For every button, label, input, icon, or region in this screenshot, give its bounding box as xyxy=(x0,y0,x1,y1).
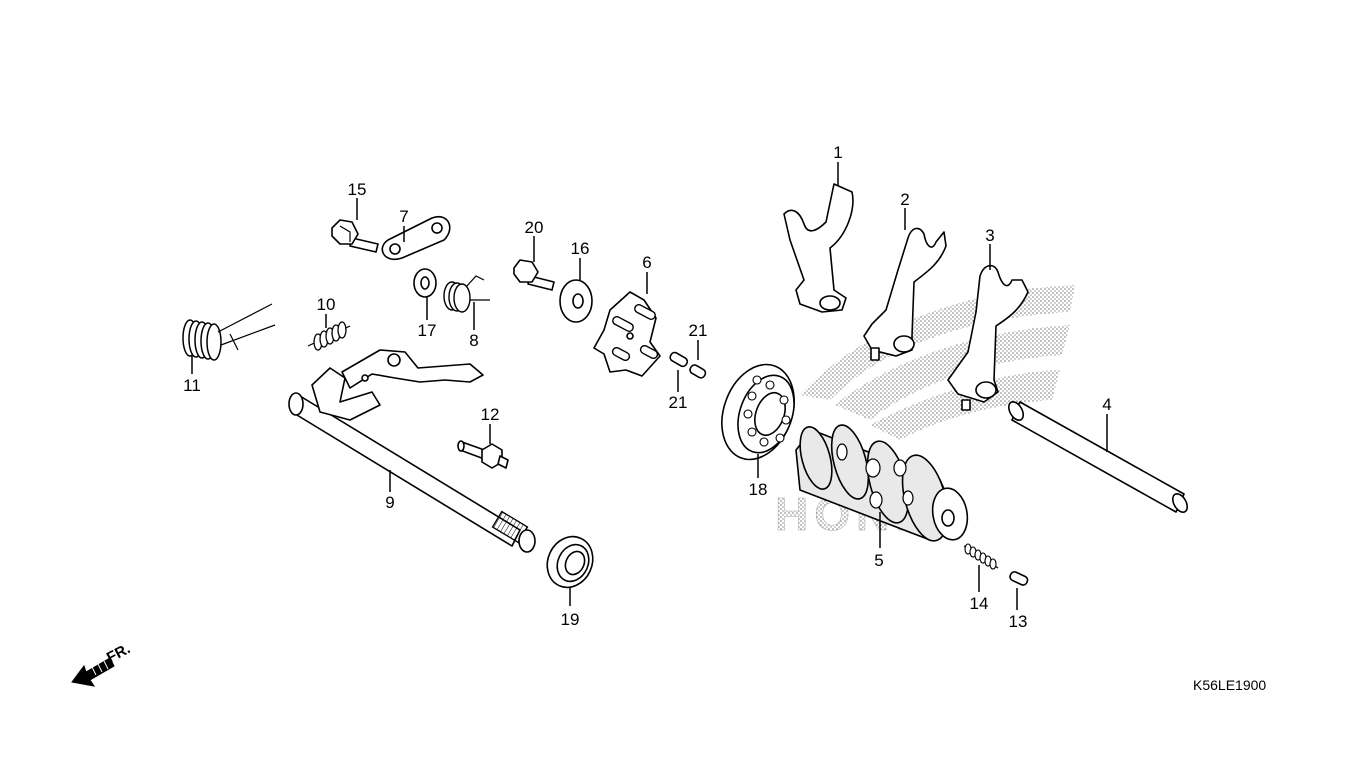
shift-drum-5 xyxy=(795,424,969,542)
callout-4: 4 xyxy=(1102,395,1111,414)
dowel-pins-21 xyxy=(669,351,707,379)
oil-seal-19 xyxy=(546,535,594,589)
washer-17 xyxy=(413,268,437,298)
bearing-18 xyxy=(721,363,795,461)
callout-21-upper: 21 xyxy=(689,321,708,340)
callout-2: 2 xyxy=(900,190,909,209)
leader-lines xyxy=(191,162,1108,610)
spring-14 xyxy=(963,543,999,570)
spring-8 xyxy=(443,275,490,313)
spring-10 xyxy=(307,321,351,351)
callout-17: 17 xyxy=(418,321,437,340)
shift-fork-1 xyxy=(783,183,854,313)
callout-15: 15 xyxy=(348,180,367,199)
callout-labels: 1 2 3 4 5 6 7 8 9 10 11 12 13 14 15 16 1… xyxy=(183,143,1112,631)
callout-3: 3 xyxy=(985,226,994,245)
callout-11: 11 xyxy=(183,376,201,395)
arrow-hatching xyxy=(91,660,109,676)
callout-5: 5 xyxy=(874,551,883,570)
callout-12: 12 xyxy=(481,405,500,424)
pin-13 xyxy=(1009,571,1029,586)
callout-14: 14 xyxy=(970,594,989,613)
callout-7: 7 xyxy=(399,207,408,226)
callout-20: 20 xyxy=(525,218,544,237)
plate-7 xyxy=(381,215,451,261)
fork-shaft-4 xyxy=(1007,401,1189,513)
return-spring-11 xyxy=(182,303,276,361)
bolt-15 xyxy=(331,219,379,253)
callout-16: 16 xyxy=(571,239,590,258)
washer-16 xyxy=(559,279,593,323)
gearshift-spindle-9 xyxy=(288,349,536,553)
callout-10: 10 xyxy=(317,295,336,314)
shift-fork-3 xyxy=(947,264,1029,411)
callout-19: 19 xyxy=(561,610,580,629)
callout-1: 1 xyxy=(833,143,842,162)
callout-21-lower: 21 xyxy=(669,393,688,412)
bolt-20 xyxy=(513,259,555,291)
callout-13: 13 xyxy=(1009,612,1028,631)
front-direction-arrow: FR. xyxy=(71,640,133,687)
shift-fork-2 xyxy=(863,227,947,361)
diagram-code: K56LE1900 xyxy=(1193,677,1266,693)
callout-6: 6 xyxy=(642,253,651,272)
callout-18: 18 xyxy=(749,480,768,499)
stud-12 xyxy=(457,440,509,469)
drum-center-6 xyxy=(593,291,661,377)
callout-9: 9 xyxy=(385,493,394,512)
callout-8: 8 xyxy=(469,331,478,350)
